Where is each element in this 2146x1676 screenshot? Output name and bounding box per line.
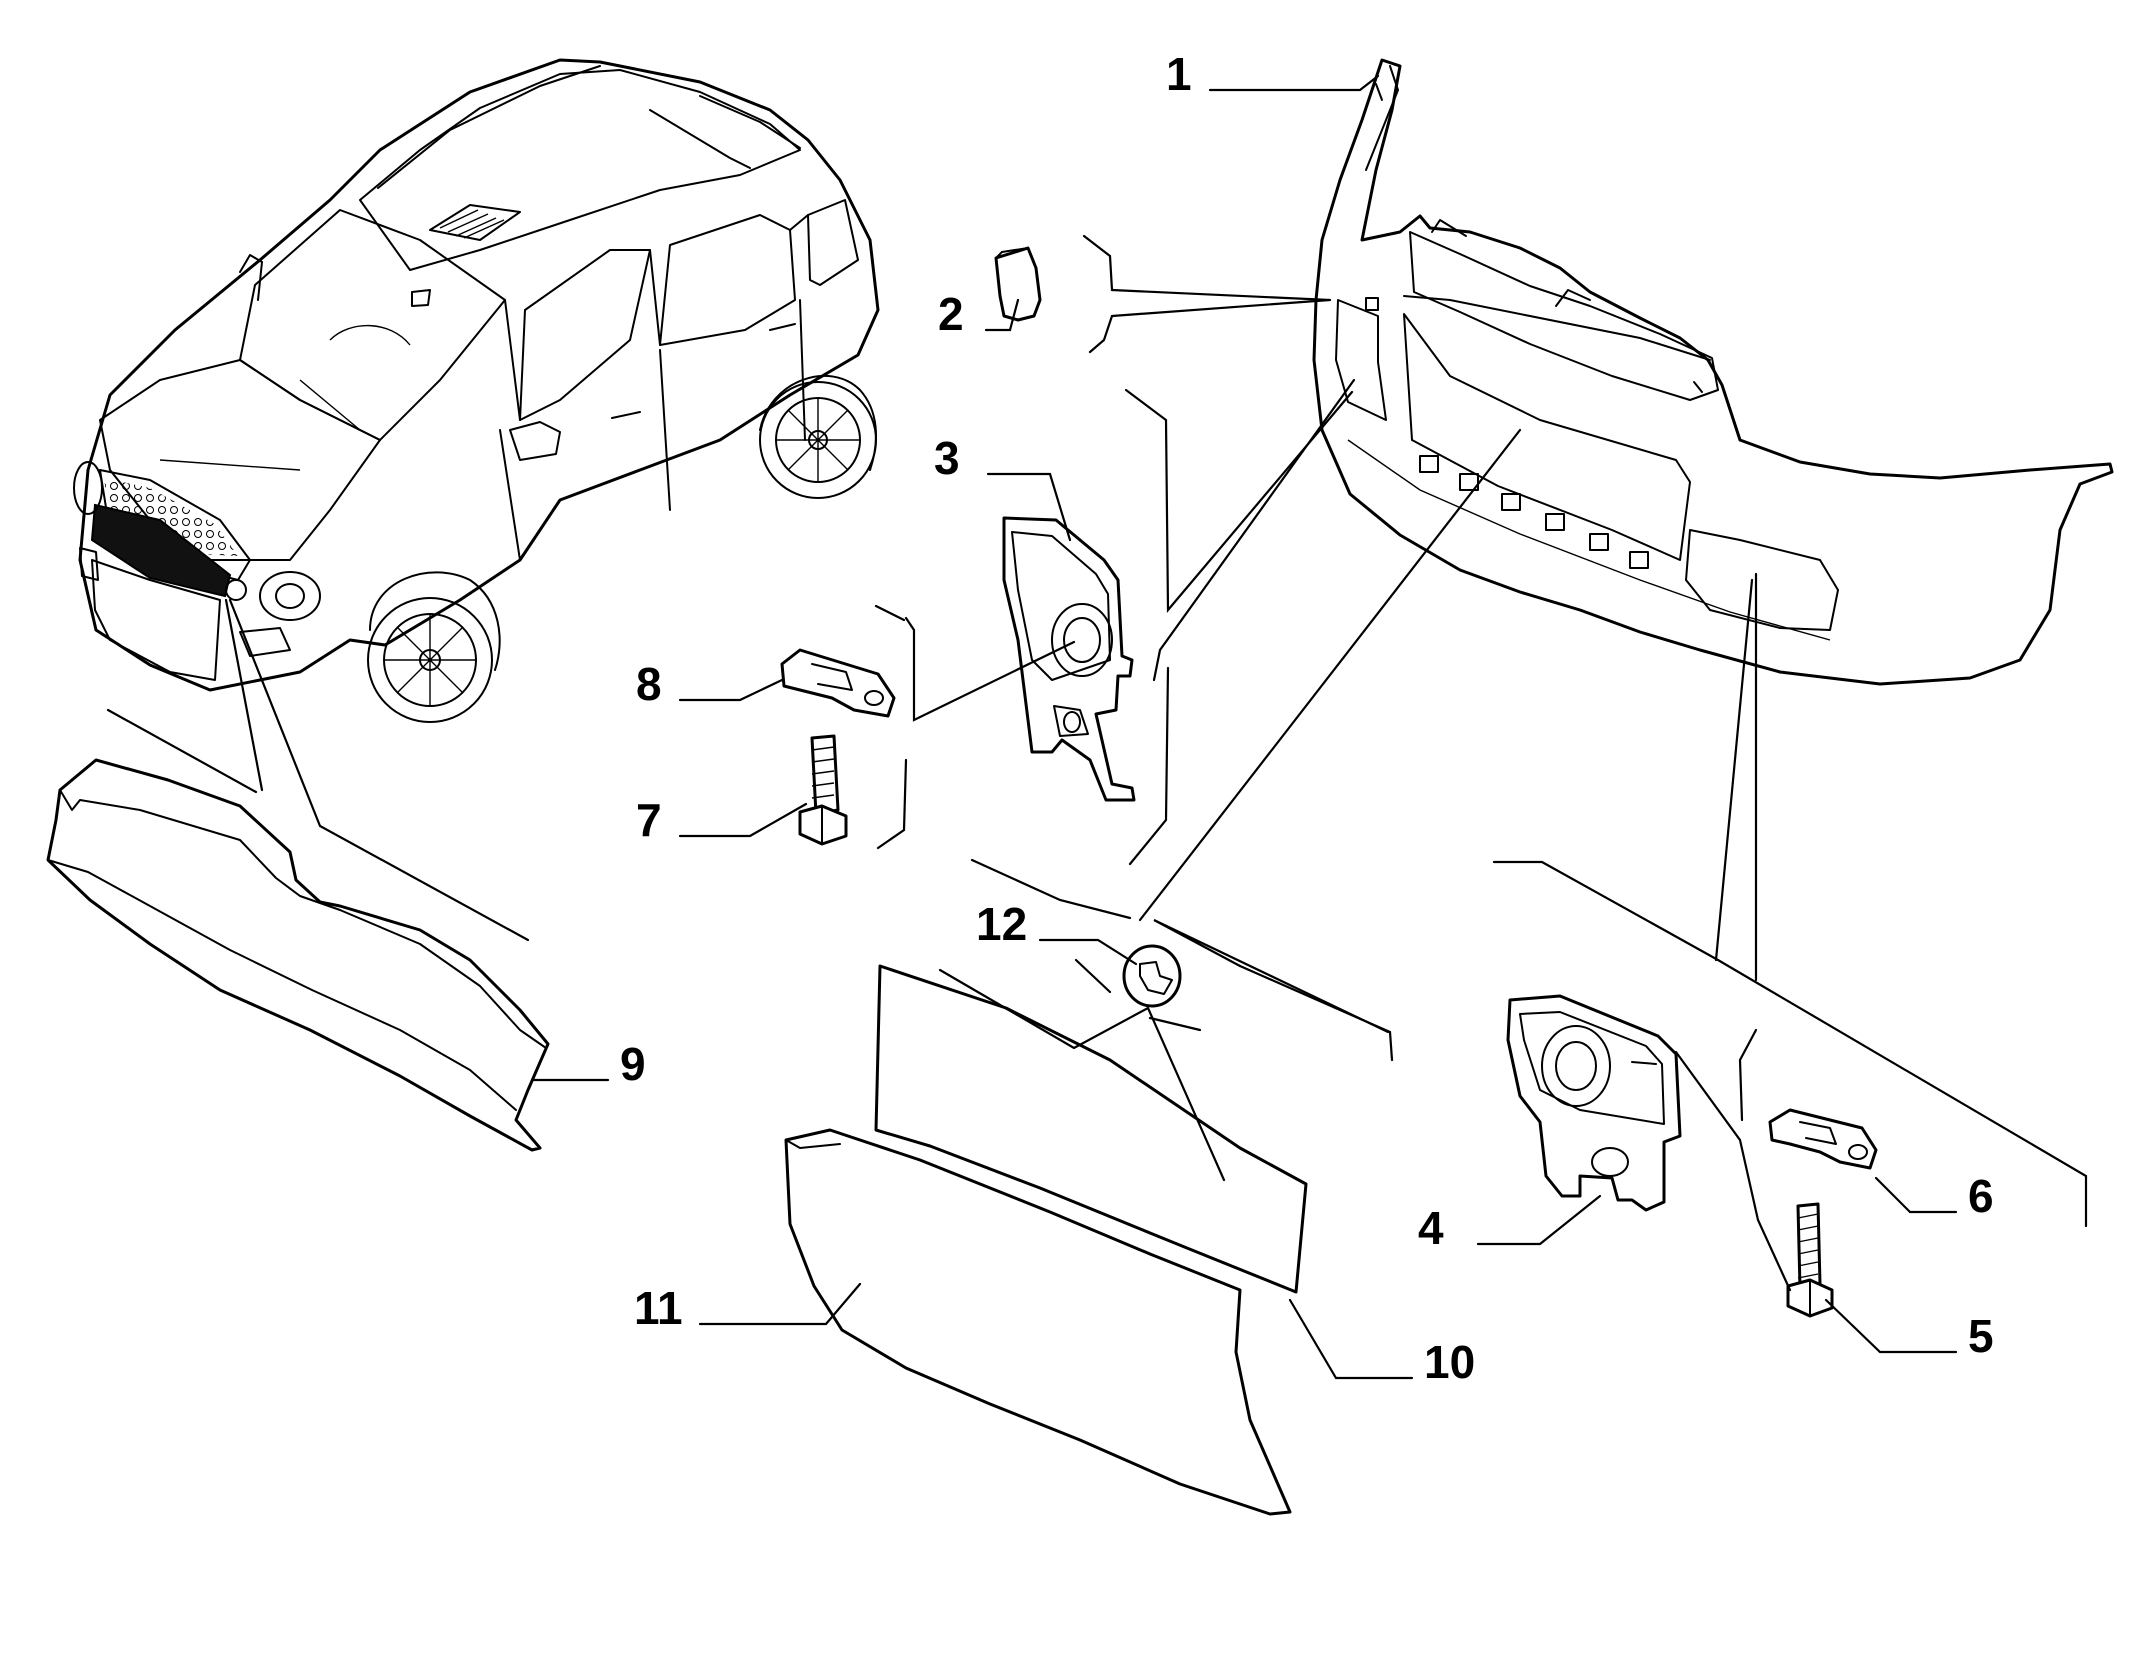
cap-part (994, 246, 1042, 322)
callout-5: 5 (1968, 1310, 1994, 1362)
callout-3: 3 (934, 432, 960, 484)
clip-left-part (780, 648, 896, 718)
bolt-right-part (1786, 1202, 1834, 1318)
leader-lines (106, 74, 2088, 1380)
callout-labels: 1 2 3 4 5 6 7 8 9 10 11 12 (620, 48, 1994, 1388)
vehicle-illustration (73, 58, 880, 723)
trim-strip-part (46, 758, 550, 1152)
honeycomb-grille-part (874, 964, 1308, 1294)
callout-6: 6 (1968, 1170, 1994, 1222)
callout-10: 10 (1424, 1336, 1475, 1388)
badge-part (1122, 944, 1182, 1008)
callout-2: 2 (938, 288, 964, 340)
callout-11: 11 (634, 1282, 683, 1334)
bolt-left-part (798, 734, 848, 846)
bracket-left-part (1002, 516, 1136, 802)
callout-4: 4 (1418, 1202, 1444, 1254)
bracket-right-part (1506, 994, 1682, 1212)
callout-1: 1 (1166, 48, 1192, 100)
clip-right-part (1768, 1108, 1878, 1170)
callout-12: 12 (976, 898, 1027, 950)
callout-7: 7 (636, 794, 662, 846)
callout-8: 8 (636, 658, 662, 710)
bumper-part (1312, 58, 2114, 686)
skid-plate-part (784, 1128, 1292, 1516)
callout-9: 9 (620, 1038, 646, 1090)
